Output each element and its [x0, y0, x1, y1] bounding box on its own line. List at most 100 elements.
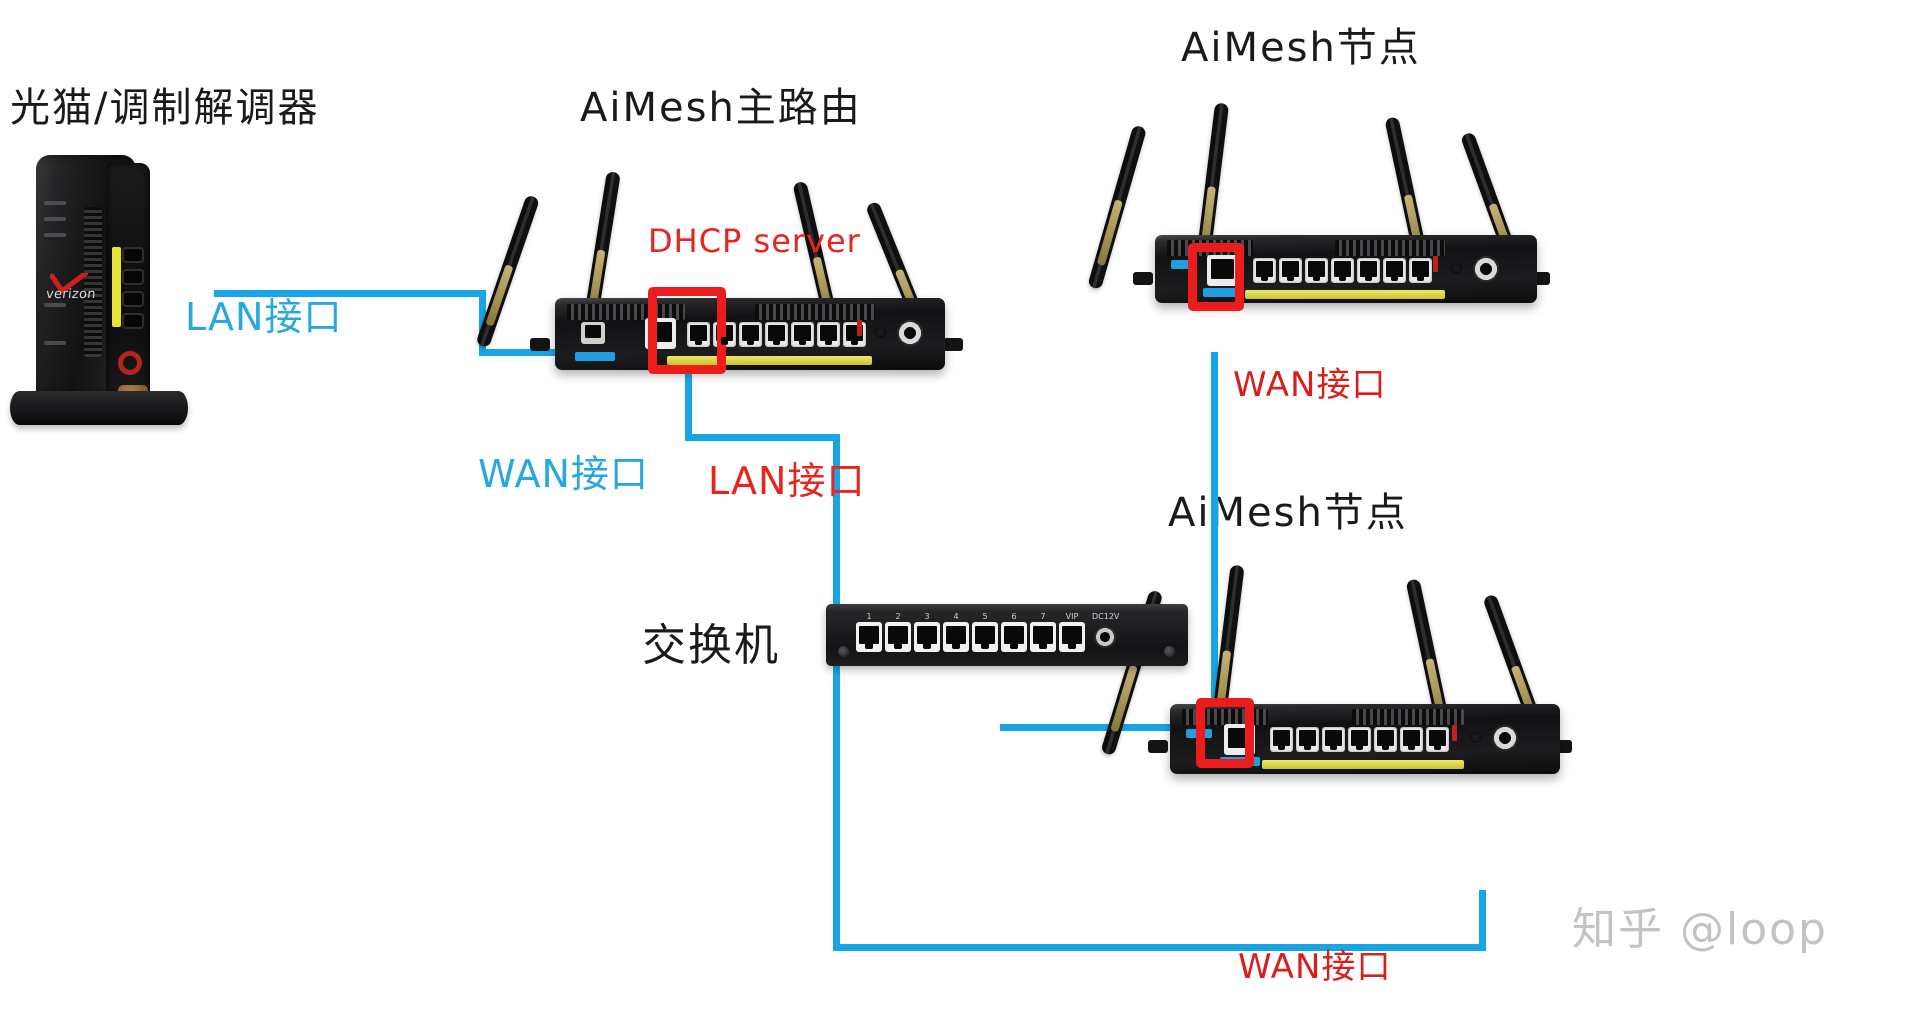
cable-switch-to-bottom-node-horizontal [833, 944, 1486, 951]
main-router-lan-port-5[interactable] [791, 322, 814, 347]
aimesh-node-top-device[interactable] [1075, 102, 1555, 310]
switch-ports-group[interactable] [856, 622, 1085, 652]
main-router-title: AiMesh主路由 [580, 85, 862, 131]
switch-port-label-7: 7 [1040, 612, 1046, 621]
node-bottom-lan-port-7[interactable] [1426, 727, 1449, 752]
modem-brand-logo: verizon [45, 287, 97, 302]
node-top-wan-led [1203, 288, 1243, 297]
main-router-lan-port-3[interactable] [739, 322, 762, 347]
switch-screw-left [838, 646, 849, 657]
modem-status-led-4 [44, 303, 66, 307]
switch-power-label: DC12V [1092, 612, 1120, 621]
main-router-vent-right [755, 304, 875, 320]
main-router-lan-port-4[interactable] [765, 322, 788, 347]
dhcp-server-label: DHCP server [648, 222, 861, 260]
main-router-usb-port[interactable] [581, 322, 605, 344]
node-top-blue-led [1171, 260, 1197, 269]
main-router-lan-port-7[interactable] [843, 322, 866, 347]
node-top-lan-port-3[interactable] [1305, 258, 1328, 283]
modem-device[interactable]: verizon [10, 155, 190, 430]
modem-status-led-3 [44, 233, 66, 237]
main-router-lan-port-1[interactable] [687, 322, 710, 347]
modem-vent-grill [84, 207, 102, 357]
node-top-wan-port[interactable] [1207, 255, 1238, 286]
verizon-checkmark-icon [50, 273, 88, 293]
main-router-lan-port-6[interactable] [817, 322, 840, 347]
modem-port-3[interactable] [122, 291, 144, 307]
switch-title: 交换机 [642, 620, 780, 671]
switch-port-7[interactable] [1030, 622, 1056, 652]
node-bottom-power-jack[interactable] [1492, 725, 1518, 751]
modem-status-led-5 [44, 341, 66, 345]
switch-port-2[interactable] [885, 622, 911, 652]
main-router-blue-led [575, 352, 615, 361]
main-router-lan-highlight-box [648, 287, 726, 374]
switch-port-label-vip: VIP [1065, 612, 1079, 621]
switch-screw-right [1164, 646, 1175, 657]
main-router-yellow-stripe [667, 356, 872, 365]
node-top-lan-port-1[interactable] [1253, 258, 1276, 283]
main-router-antenna-1 [475, 194, 541, 349]
node-bottom-lan-port-2[interactable] [1296, 727, 1319, 752]
main-router-antenna-base-1 [530, 338, 550, 351]
main-router-power-jack[interactable] [897, 320, 923, 346]
switch-port-vip[interactable] [1059, 622, 1085, 652]
cable-modem-lan-to-main-wan-top [214, 290, 486, 297]
switch-port-label-6: 6 [1011, 612, 1017, 621]
switch-port-3[interactable] [914, 622, 940, 652]
node-top-yellow-stripe [1245, 290, 1445, 299]
node-top-lan-port-4[interactable] [1331, 258, 1354, 283]
main-router-red-indicator [857, 320, 862, 336]
node-bottom-lan-port-5[interactable] [1374, 727, 1397, 752]
node-top-lan-port-6[interactable] [1383, 258, 1406, 283]
node-top-power-jack[interactable] [1473, 256, 1499, 282]
main-router-antenna-base-4 [943, 338, 963, 351]
aimesh-node-bottom-device[interactable] [1090, 564, 1580, 778]
switch-port-label-2: 2 [895, 612, 901, 621]
node-top-lan-port-2[interactable] [1279, 258, 1302, 283]
switch-power-jack[interactable] [1094, 626, 1116, 648]
main-router-lan-ports-group[interactable] [687, 322, 866, 347]
node-bottom-lan-port-3[interactable] [1322, 727, 1345, 752]
node-bottom-lan-port-1[interactable] [1270, 727, 1293, 752]
modem-port-2[interactable] [122, 269, 144, 285]
main-router-lan-label: LAN接口 [708, 459, 866, 503]
node-top-wan-highlight-box [1188, 243, 1244, 311]
aimesh-node-bottom-title: AiMesh节点 [1168, 490, 1408, 536]
switch-port-label-1: 1 [866, 612, 872, 621]
switch-port-5[interactable] [972, 622, 998, 652]
node-top-red-indicator [1433, 256, 1438, 272]
aimesh-node-top-title: AiMesh节点 [1181, 25, 1421, 71]
network-switch-device[interactable]: 1 2 3 4 5 6 7 VIP DC12V [826, 604, 1188, 666]
cable-main-lan-to-switch-horizontal [685, 434, 840, 441]
node-bottom-yellow-stripe [1262, 760, 1464, 769]
node-top-lan-port-7[interactable] [1409, 258, 1432, 283]
switch-port-6[interactable] [1001, 622, 1027, 652]
modem-title: 光猫/调制解调器 [10, 85, 320, 131]
modem-port-1[interactable] [122, 247, 144, 263]
switch-port-4[interactable] [943, 622, 969, 652]
node-bottom-wan-label: WAN接口 [1238, 947, 1392, 987]
node-bottom-vent-right [1352, 709, 1464, 725]
node-bottom-lan-port-4[interactable] [1348, 727, 1371, 752]
node-top-wan-label: WAN接口 [1233, 365, 1387, 405]
node-bottom-lan-port-6[interactable] [1400, 727, 1423, 752]
main-router-device[interactable] [475, 170, 965, 380]
node-top-antenna-1 [1087, 124, 1148, 290]
node-top-lan-port-5[interactable] [1357, 258, 1380, 283]
node-bottom-lan-ports-group[interactable] [1270, 727, 1449, 752]
switch-port-label-5: 5 [982, 612, 988, 621]
modem-lan-port[interactable] [122, 313, 144, 329]
node-bottom-antenna-base-1 [1148, 740, 1168, 753]
switch-port-1[interactable] [856, 622, 882, 652]
node-top-reset-button[interactable] [1451, 263, 1462, 274]
cable-bottom-node-wan-drop [1479, 890, 1486, 948]
main-router-reset-button[interactable] [875, 327, 886, 338]
node-bottom-reset-button[interactable] [1470, 732, 1481, 743]
node-bottom-wan-highlight-box [1196, 698, 1254, 768]
cable-switch-to-top-node-vertical [1211, 352, 1218, 727]
modem-yellow-stripe [112, 247, 121, 327]
modem-power-ring [118, 351, 142, 375]
node-top-lan-ports-group[interactable] [1253, 258, 1432, 283]
